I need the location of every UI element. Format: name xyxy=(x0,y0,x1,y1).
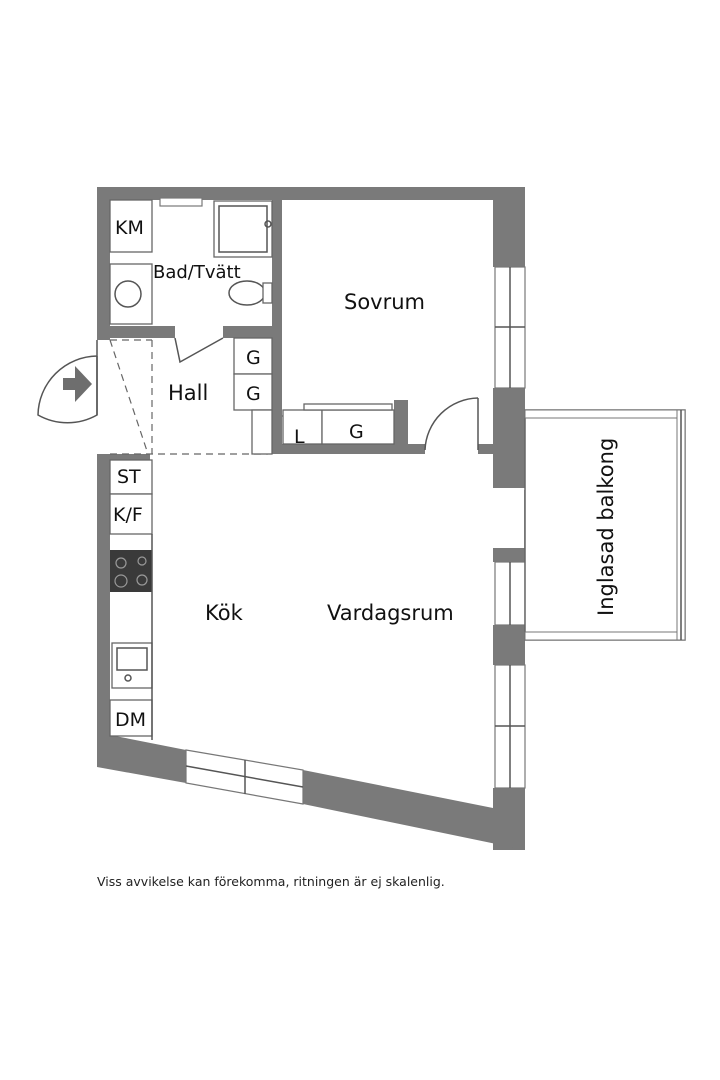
windows xyxy=(159,197,526,805)
interior-walls xyxy=(110,200,493,460)
shower-icon xyxy=(213,200,273,258)
room-label-vardagsrum: Vardagsrum xyxy=(327,601,454,625)
room-label-bad-tvatt: Bad/Tvätt xyxy=(153,262,241,283)
label-kf: K/F xyxy=(113,504,143,526)
toilet-icon xyxy=(228,280,273,306)
label-st: ST xyxy=(117,466,141,488)
sink-icon xyxy=(114,280,142,308)
label-dm: DM xyxy=(115,709,146,731)
label-km: KM xyxy=(115,217,144,239)
kitchen-fixtures xyxy=(109,459,153,740)
stove-icon xyxy=(110,550,152,592)
room-label-balkong: Inglasad balkong xyxy=(594,438,618,616)
balcony xyxy=(524,409,686,641)
hall-wardrobes xyxy=(233,337,395,455)
room-label-sovrum: Sovrum xyxy=(344,290,425,314)
label-g-2: G xyxy=(246,383,261,405)
outer-walls xyxy=(97,187,525,850)
disclaimer-note: Viss avvikelse kan förekomma, ritningen … xyxy=(97,874,445,889)
label-g-1: G xyxy=(246,347,261,369)
room-label-kok: Kök xyxy=(205,601,244,625)
bathroom-fixtures xyxy=(109,199,273,325)
label-g-3: G xyxy=(349,421,364,443)
kitchen-sink-icon xyxy=(111,642,153,689)
room-label-hall: Hall xyxy=(168,381,208,405)
entrance-arrow-icon xyxy=(63,366,92,402)
label-l: L xyxy=(294,426,305,448)
